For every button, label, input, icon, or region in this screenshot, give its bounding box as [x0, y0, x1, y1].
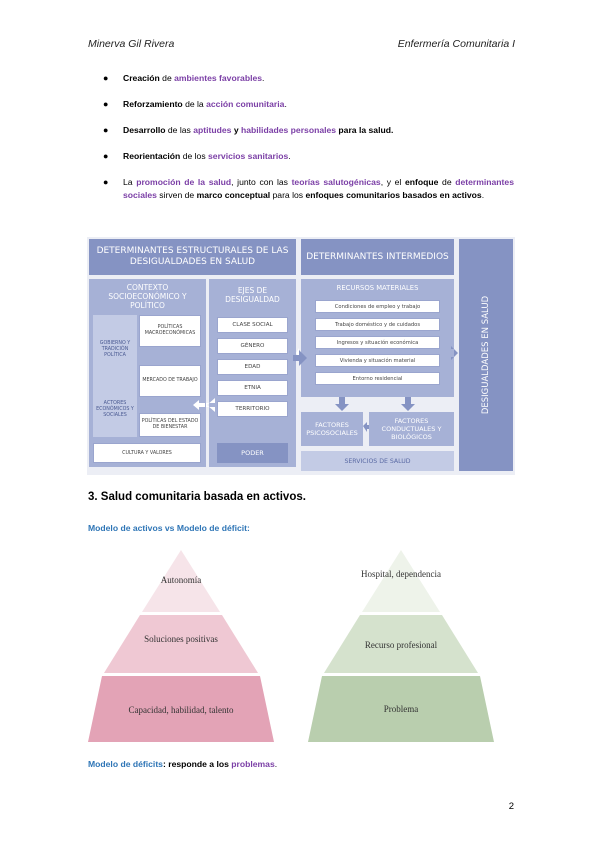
- activos-level-1-text: Autonomía: [160, 575, 202, 585]
- intermedios-title: DETERMINANTES INTERMEDIOS: [301, 239, 454, 275]
- context-title: CONTEXTO SOCIOECONÓMICO Y POLÍTICO: [108, 282, 187, 310]
- poder-box: PODER: [217, 443, 288, 463]
- eje-item: EDAD: [217, 359, 288, 375]
- section-title: 3. Salud comunitaria basada en activos.: [88, 491, 306, 503]
- eje-item: ETNIA: [217, 380, 288, 396]
- bullet-item: ● La promoción de la salud, junto con las…: [96, 176, 514, 201]
- text-run: .: [288, 151, 291, 161]
- conductuales-box: FACTORES CONDUCTUALES Y BIOLÓGICOS: [369, 412, 454, 446]
- text-run: de: [438, 177, 456, 187]
- section-subtitle: Modelo de activos vs Modelo de déficit:: [88, 523, 250, 533]
- text-run: .: [262, 73, 265, 83]
- activos-level-2-text: Soluciones positivas: [144, 634, 218, 644]
- text-run: servicios sanitarios: [208, 151, 289, 161]
- recurso-item: Vivienda y situación material: [315, 354, 440, 367]
- pyramid-activos: [88, 550, 274, 742]
- mercado-box: MERCADO DE TRABAJO: [139, 365, 201, 397]
- text-run: .: [481, 189, 485, 200]
- pyramid-deficit-level-3: [308, 676, 494, 742]
- bullet-item: ● Creación de ambientes favorables.: [96, 72, 514, 85]
- text-run: sirven de: [156, 189, 197, 200]
- text-run: enfoques comunitarios basados en activos: [305, 189, 482, 200]
- page-number: 2: [508, 801, 514, 812]
- text-run: promoción de la salud: [136, 177, 232, 187]
- determinants-diagram: DETERMINANTES ESTRUCTURALES DE LAS DESIG…: [87, 237, 515, 475]
- recurso-item: Entorno residencial: [315, 372, 440, 385]
- text-run: .: [274, 759, 278, 769]
- pyramid-activos-level-2: [104, 615, 258, 673]
- bullet-dot-icon: ●: [103, 125, 109, 135]
- text-run: .: [284, 99, 287, 109]
- politicas-macro-box: POLÍTICAS MACROECONÓMICAS: [139, 315, 201, 347]
- gobierno-label: GOBIERNO Y TRADICIÓN POLÍTICA: [99, 341, 131, 358]
- text-run: La: [123, 177, 137, 187]
- text-run: ambientes favorables: [174, 73, 263, 83]
- ejes-title: EJES DE DESIGUALDAD: [225, 286, 280, 304]
- bullet-dot-icon: ●: [103, 177, 109, 187]
- pyramid-deficit-level-2: [324, 615, 478, 673]
- bullet-item: ● Reorientación de los servicios sanitari…: [96, 150, 514, 163]
- bullet-dot-icon: ●: [103, 99, 109, 109]
- text-run: determinantes sociales: [123, 177, 514, 200]
- deficit-level-2-text: Recurso profesional: [364, 640, 438, 650]
- activos-level-3-text: Capacidad, habilidad, talento: [128, 705, 234, 715]
- text-run: marco conceptual: [196, 189, 271, 200]
- header-course: Enfermería Comunitaria I: [397, 38, 515, 50]
- actores-label: ACTORES ECONÓMICOS Y SOCIALES: [96, 401, 134, 418]
- desigualdades-panel: DESIGUALDADES EN SALUD: [459, 239, 513, 471]
- servicios-box: SERVICIOS DE SALUD: [301, 451, 454, 471]
- eje-item: GÉNERO: [217, 338, 288, 354]
- text-run: problemas: [231, 759, 275, 769]
- footer-note: Modelo de déficits: responde a los probl…: [88, 759, 277, 769]
- text-run: de: [159, 73, 175, 83]
- pyramid-activos-level-1: [142, 550, 220, 612]
- actors-column: [93, 315, 137, 437]
- recurso-item: Trabajo doméstico y de cuidados: [315, 318, 440, 331]
- eje-item: CLASE SOCIAL: [217, 317, 288, 333]
- text-run: Creación: [123, 73, 160, 83]
- header-author: Minerva Gil Rivera: [88, 38, 175, 50]
- text-run: de la: [182, 99, 207, 109]
- text-run: teorías salutogénicas: [291, 177, 381, 187]
- recurso-item: Ingresos y situación económica: [315, 336, 440, 349]
- bullet-item: ● Reforzamiento de la acción comunitaria.: [96, 98, 514, 111]
- bullet-dot-icon: ●: [103, 151, 109, 161]
- text-run: de las: [165, 125, 194, 135]
- structural-title: DETERMINANTES ESTRUCTURALES DE LAS DESIG…: [89, 239, 296, 275]
- text-run: y: [231, 125, 241, 135]
- text-run: enfoque: [404, 177, 439, 187]
- text-run: : responde a los: [162, 759, 232, 769]
- cultura-box: CULTURA Y VALORES: [93, 443, 201, 463]
- bullet-list: ● Creación de ambientes favorables. ● Refor…: [96, 72, 514, 215]
- eje-item: TERRITORIO: [217, 401, 288, 417]
- recurso-item: Condiciones de empleo y trabajo: [315, 300, 440, 313]
- text-run: acción comunitaria: [206, 99, 285, 109]
- text-run: para la salud.: [336, 125, 394, 135]
- deficit-level-1-text: Hospital, dependencia: [361, 569, 441, 579]
- psicosociales-box: FACTORES PSICOSOCIALES: [301, 412, 363, 446]
- recursos-title: RECURSOS MATERIALES: [336, 284, 419, 292]
- text-run: Reforzamiento: [123, 99, 183, 109]
- deficit-level-3-text: Problema: [383, 704, 419, 714]
- politicas-estado-box: POLÍTICAS DEL ESTADO DE BIENESTAR: [139, 413, 201, 437]
- text-run: Modelo de déficits: [88, 759, 163, 769]
- pyramid-activos-level-3: [88, 676, 274, 742]
- text-run: , junto con las: [231, 177, 292, 187]
- pyramid-deficit: [308, 550, 494, 742]
- diagram-arrows: [193, 346, 458, 432]
- pyramid-deficit-level-1: [362, 550, 440, 612]
- text-run: Reorientación: [123, 151, 181, 161]
- bullet-dot-icon: ●: [103, 73, 109, 83]
- text-run: para los: [270, 189, 306, 200]
- text-run: , y el: [380, 177, 405, 187]
- text-run: aptitudes: [193, 125, 232, 135]
- text-run: Desarrollo: [123, 125, 166, 135]
- bullet-item: ● Desarrollo de las aptitudes y habilidad…: [96, 124, 514, 137]
- text-run: habilidades personales: [241, 125, 337, 135]
- text-run: de los: [180, 151, 209, 161]
